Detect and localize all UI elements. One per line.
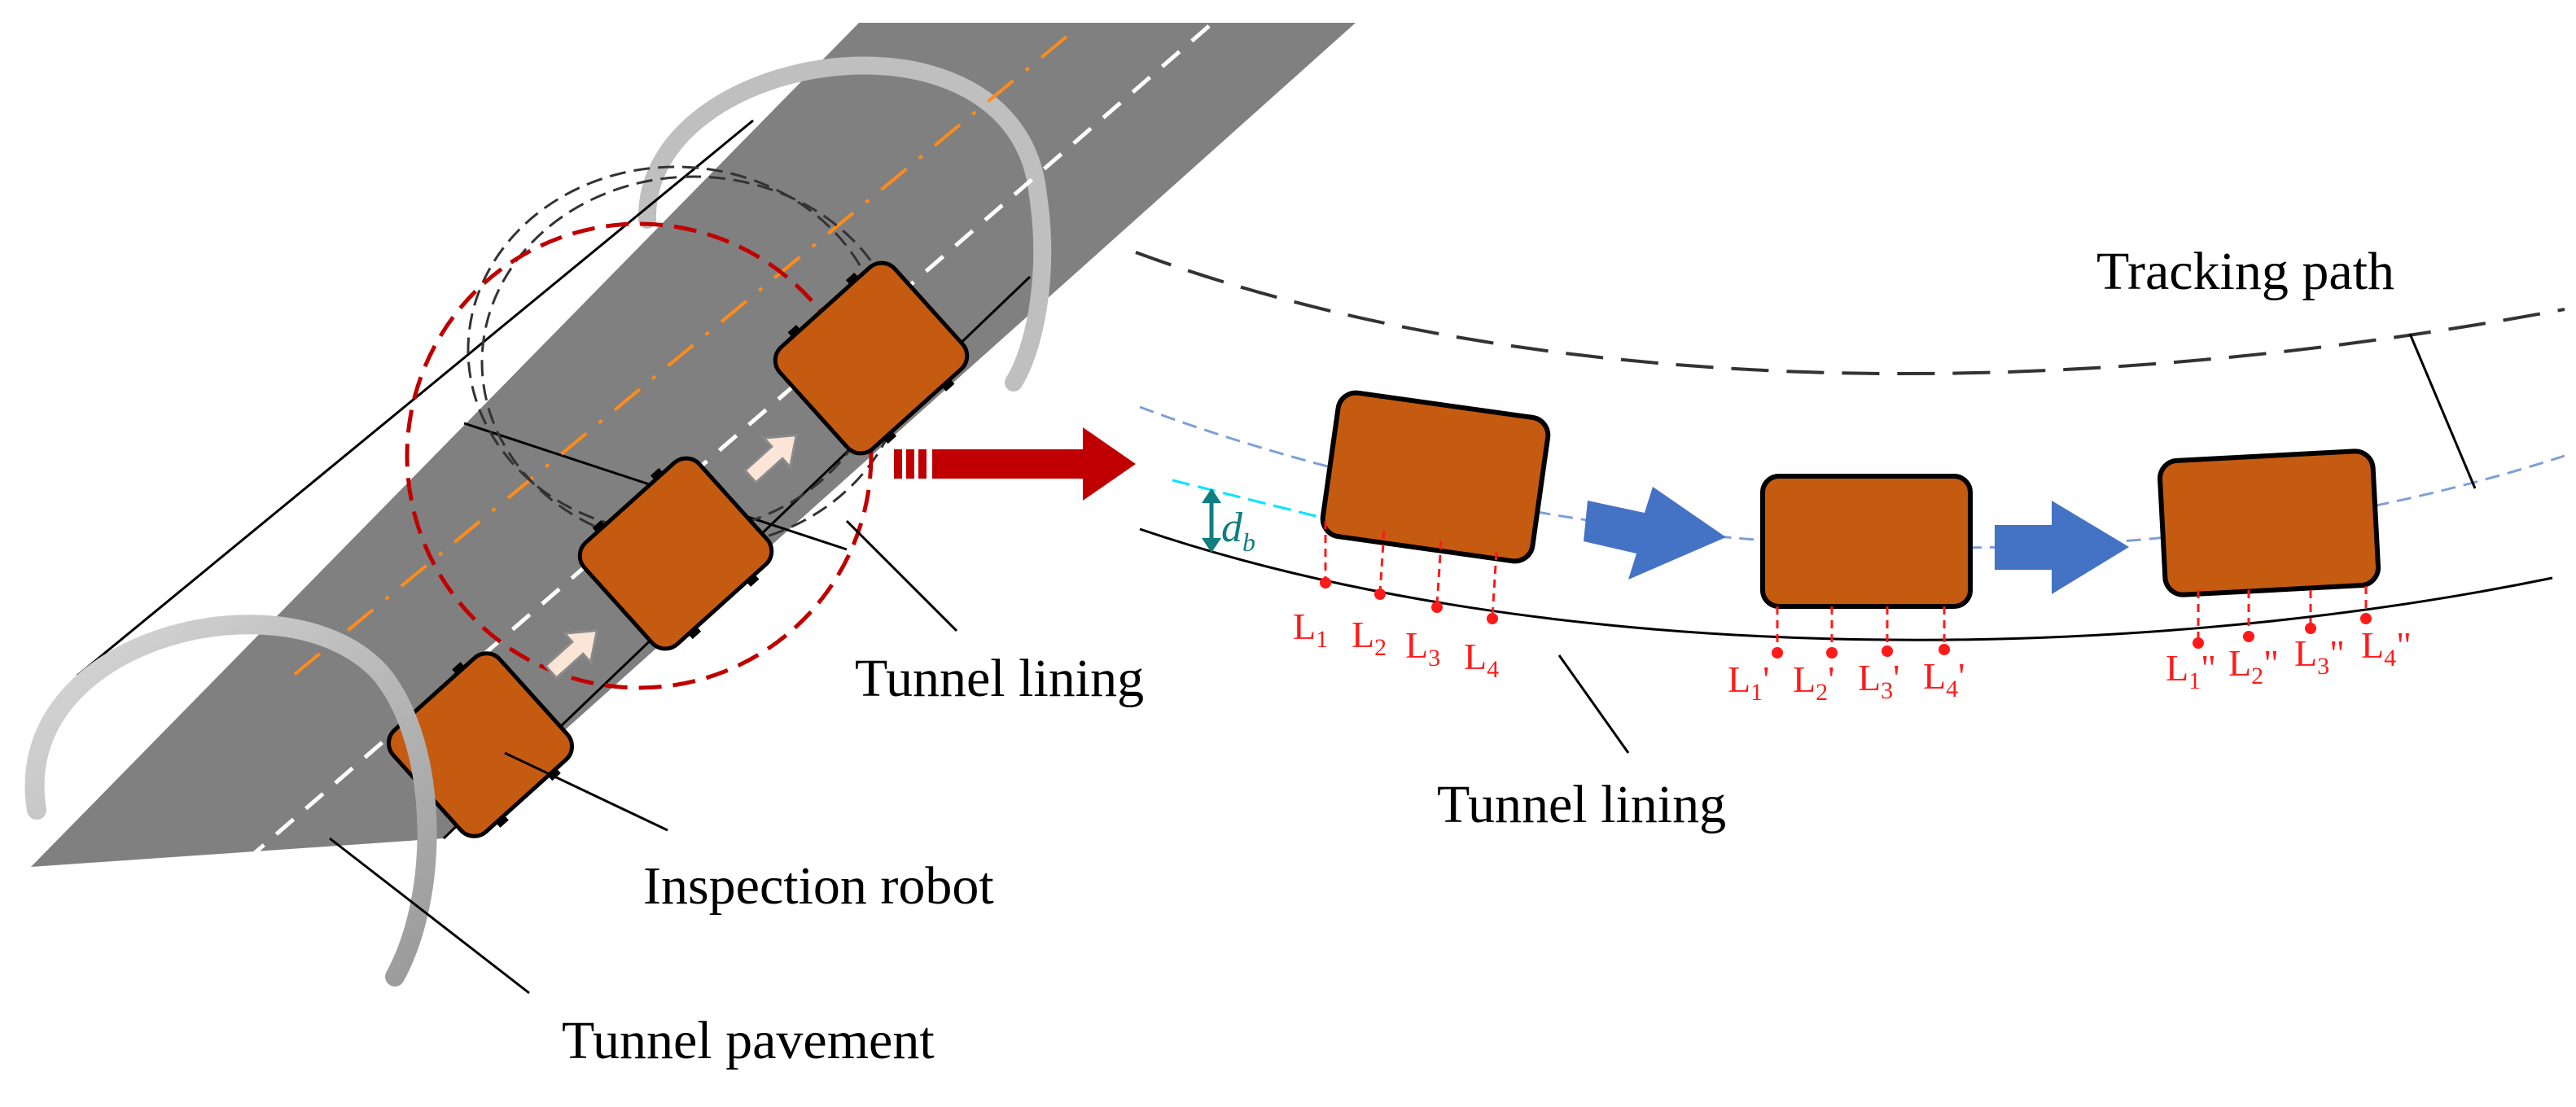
leader-inspection-robot bbox=[504, 751, 668, 832]
measure-point bbox=[2243, 631, 2254, 642]
leader-tunnel-lining-left bbox=[845, 519, 958, 632]
plan-view: db bbox=[1135, 251, 2565, 754]
outer-dashed-boundary bbox=[1135, 251, 2565, 376]
plan-robot-1 bbox=[1320, 390, 1551, 564]
measure-point bbox=[1374, 589, 1386, 600]
measure-point bbox=[1882, 645, 1893, 657]
measure-label-L1: L1 bbox=[1293, 606, 1328, 653]
tunnel-lining-curve bbox=[1139, 527, 2553, 641]
near-tunnel-arch bbox=[24, 615, 437, 987]
zoom-circle bbox=[405, 221, 874, 690]
tunnel-pavement-surface bbox=[31, 23, 1356, 867]
move-arrow-3d-1 bbox=[543, 628, 599, 680]
move-arrow-3d-2 bbox=[743, 433, 799, 484]
offset-line bbox=[1172, 479, 1336, 523]
inspection-robot-3d-3 bbox=[773, 260, 970, 456]
measure-label-L2-double: L2" bbox=[2228, 642, 2279, 689]
measure-point bbox=[1826, 647, 1838, 659]
leader-tunnel-pavement bbox=[329, 837, 530, 995]
plan-robot-2 bbox=[1760, 474, 1973, 609]
flow-arrow-2 bbox=[1995, 501, 2129, 594]
inspection-robot-label: Inspection robot bbox=[643, 856, 994, 916]
measure-point bbox=[1487, 613, 1498, 624]
measure-label-L4-double: L4" bbox=[2361, 624, 2412, 672]
leader-tunnel-lining-right bbox=[1557, 654, 1630, 754]
orange-centerline bbox=[291, 35, 1068, 677]
measure-label-L3-double: L3" bbox=[2294, 632, 2345, 680]
measure-point bbox=[1320, 577, 1331, 589]
measure-label-L1-double: L1" bbox=[2166, 647, 2216, 694]
leader-tracking-path bbox=[2408, 333, 2477, 489]
inspection-robot-3d-2 bbox=[577, 456, 774, 651]
measure-label-L3-prime: L3' bbox=[1858, 657, 1899, 704]
measure-point bbox=[1431, 602, 1443, 613]
plan-robot-3 bbox=[2158, 448, 2381, 597]
measure-label-L4-prime: L4' bbox=[1923, 655, 1965, 702]
offset-distance-indicator: db bbox=[1202, 488, 1255, 557]
measure-point bbox=[2193, 637, 2204, 649]
measure-group-1 bbox=[1324, 521, 1498, 618]
far-tunnel-arch bbox=[637, 56, 1052, 392]
tunnel-lining-label-right: Tunnel lining bbox=[1437, 775, 1726, 834]
tunnel-pavement-label: Tunnel pavement bbox=[562, 1011, 935, 1070]
lane-line bbox=[218, 24, 1211, 885]
measure-label-L4: L4 bbox=[1464, 636, 1499, 683]
tracking-path-label: Tracking path bbox=[2096, 242, 2394, 301]
measure-label-L2: L2 bbox=[1352, 614, 1387, 661]
measure-label-L1-prime: L1' bbox=[1728, 659, 1769, 706]
measure-label-L3: L3 bbox=[1405, 624, 1440, 672]
measure-point bbox=[1772, 647, 1783, 659]
inspection-robot-3d-1 bbox=[386, 651, 575, 838]
measure-point bbox=[2305, 623, 2316, 634]
measure-group-2 bbox=[1776, 606, 1946, 651]
offset-distance-label: db bbox=[1221, 505, 1255, 557]
tunnel-3d-view bbox=[24, 23, 1356, 987]
measure-label-L2-prime: L2' bbox=[1793, 659, 1834, 706]
flow-arrow-1 bbox=[1584, 487, 1726, 580]
measure-point bbox=[2360, 613, 2372, 624]
tunnel-lining-label-left: Tunnel lining bbox=[855, 649, 1144, 708]
measure-group-3 bbox=[2197, 586, 2368, 641]
zoom-transfer-arrow bbox=[894, 427, 1136, 501]
measure-point bbox=[1939, 644, 1950, 655]
